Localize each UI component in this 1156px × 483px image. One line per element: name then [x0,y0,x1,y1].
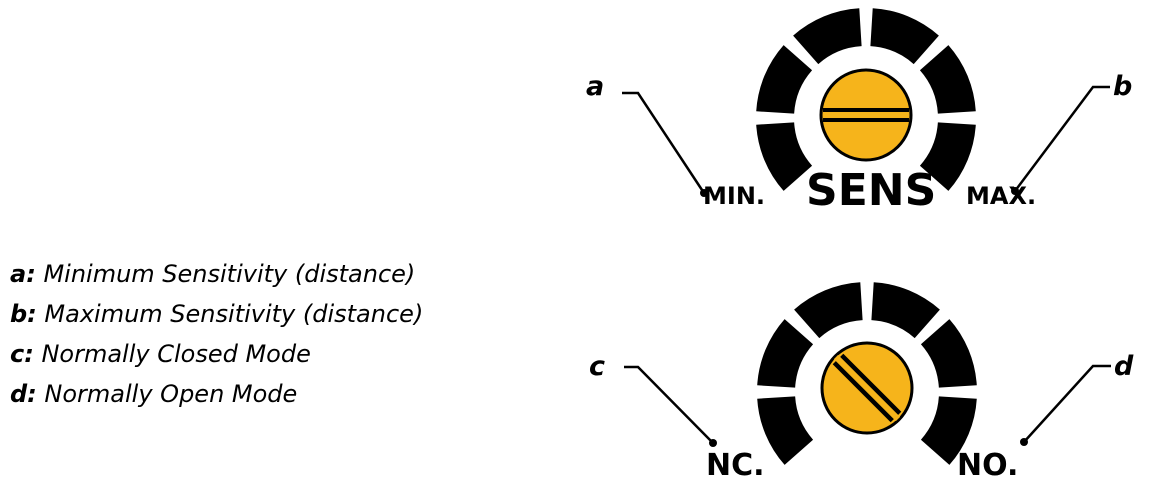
sens-label: SENS [806,165,936,216]
nc-label: NC. [706,448,765,483]
mode-screw-slot-inner [833,354,901,422]
callout-c-dot [709,439,717,447]
callout-c-letter: c [589,351,605,382]
callout-d-leader [1023,364,1111,443]
legend-key: c: [10,340,34,368]
legend-item-c: c: Normally Closed Mode [10,334,423,374]
no-label: NO. [957,448,1018,483]
legend-text: Normally Closed Mode [41,340,311,368]
legend-item-d: d: Normally Open Mode [10,374,423,414]
sensitivity-dial-segment [870,8,939,65]
callout-d-dot [1020,438,1028,446]
callout-c-leader [624,365,714,444]
callout-a-leader [622,91,706,194]
legend: a: Minimum Sensitivity (distance) b: Max… [10,254,423,414]
legend-item-a: a: Minimum Sensitivity (distance) [10,254,423,294]
legend-key: d: [10,380,37,408]
mode-dial-segment [920,319,977,388]
callout-a-letter: a [586,71,604,102]
sensitivity-dial-segment [756,122,813,191]
sensitivity-dial: a b MIN. SENS MAX. [586,8,1132,216]
callout-d-letter: d [1114,351,1134,382]
min-label: MIN. [703,182,765,210]
mode-dial-segment [794,282,863,339]
sensitivity-screw [819,68,913,162]
callout-a-dot [700,189,708,197]
sensitivity-dial-segment [919,122,976,191]
sensitivity-dial-segments [756,8,976,191]
max-label: MAX. [966,182,1036,210]
mode-dial-segment [920,396,977,465]
legend-key: b: [10,300,37,328]
callout-b-dot [1011,187,1019,195]
mode-dial-segment [871,282,940,339]
callout-b-leader [1014,85,1110,192]
sensitivity-dial-segment [756,45,813,114]
mode-dial-segments [757,282,977,465]
callout-b-letter: b [1113,71,1132,102]
legend-text: Normally Open Mode [44,380,298,408]
mode-dial-segment [757,319,814,388]
mode-screw [820,341,914,435]
sensitivity-dial-segment [793,8,862,65]
sensitivity-dial-segment [919,45,976,114]
mode-dial-segment [757,396,814,465]
legend-text: Minimum Sensitivity (distance) [43,260,416,288]
mode-dial: c d NC. NO. [589,282,1134,483]
legend-text: Maximum Sensitivity (distance) [44,300,424,328]
legend-item-b: b: Maximum Sensitivity (distance) [10,294,423,334]
legend-key: a: [10,260,36,288]
sensitivity-screw-slot-inner [823,112,909,118]
